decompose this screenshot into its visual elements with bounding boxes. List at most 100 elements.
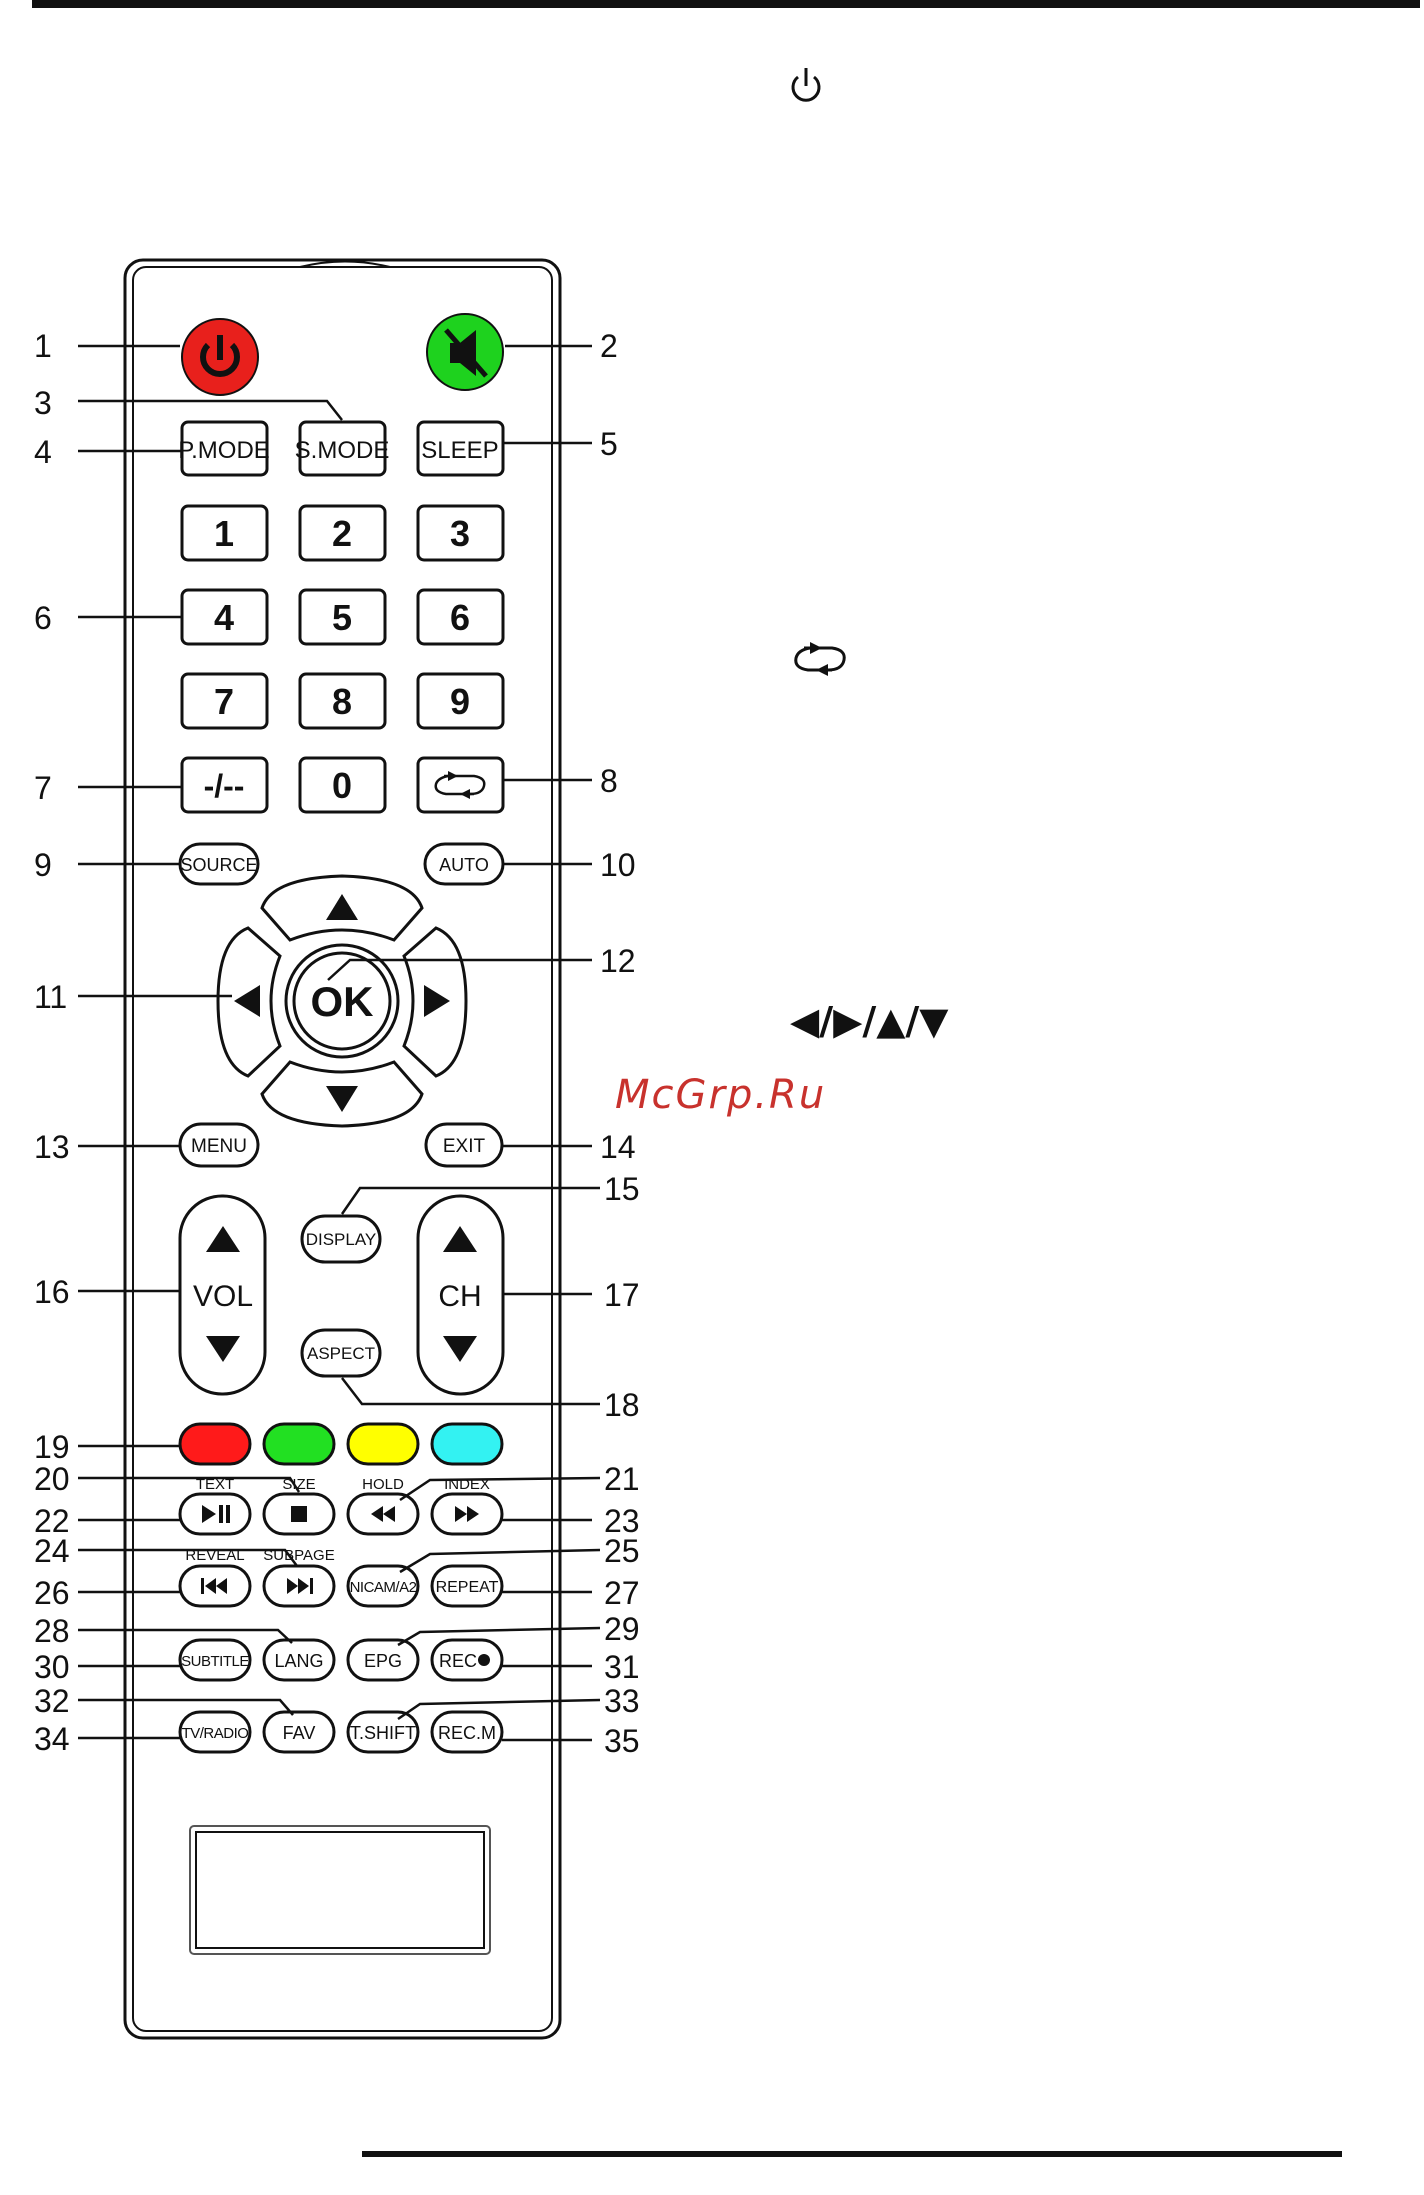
rec-m-button[interactable] [430, 1710, 504, 1754]
callout-26: 26 [34, 1575, 70, 1611]
callout-22: 22 [34, 1503, 70, 1539]
dash-button[interactable] [180, 756, 269, 814]
lang-button[interactable] [262, 1638, 336, 1682]
digit-7-label: 7 [214, 681, 234, 722]
aspect-button[interactable] [300, 1328, 382, 1378]
callout-3: 3 [34, 385, 52, 421]
ch-up-icon [443, 1226, 477, 1252]
source-label: SOURCE [180, 855, 257, 875]
exit-label: EXIT [443, 1136, 486, 1157]
callout-18: 18 [604, 1387, 640, 1423]
power-icon [200, 335, 240, 378]
ch-down-icon [443, 1336, 477, 1362]
cyan-button[interactable] [430, 1422, 504, 1466]
fav-button[interactable] [262, 1710, 336, 1754]
ok-label: OK [311, 978, 374, 1025]
yellow-button[interactable] [346, 1422, 420, 1466]
callout-33: 33 [604, 1683, 640, 1719]
digit-8-button[interactable] [298, 672, 387, 730]
callout-numbers: 1 2 3 4 5 6 7 8 9 10 11 12 13 14 15 16 1… [34, 328, 640, 1759]
aspect-label: ASPECT [307, 1344, 375, 1363]
digit-9-button[interactable] [416, 672, 505, 730]
callout-25: 25 [604, 1533, 640, 1569]
digit-5-label: 5 [332, 597, 352, 638]
sleep-button[interactable] [416, 420, 505, 477]
s-mode-button[interactable] [298, 420, 387, 477]
s-mode-label: S.MODE [295, 437, 390, 464]
callout-31: 31 [604, 1649, 640, 1685]
callout-8: 8 [600, 763, 618, 799]
nicam-button[interactable] [346, 1564, 420, 1608]
ch-label: CH [438, 1280, 481, 1313]
repeat-button[interactable] [430, 1564, 504, 1608]
skip-back-icon [201, 1578, 227, 1594]
callout-12: 12 [600, 943, 636, 979]
subtitle-button[interactable] [178, 1638, 252, 1682]
callout-14: 14 [600, 1129, 636, 1165]
play-pause-icon [202, 1505, 230, 1523]
callout-30: 30 [34, 1649, 70, 1685]
digit-0-button[interactable] [298, 756, 387, 814]
nav-pad: OK [216, 874, 468, 1128]
lang-label: LANG [274, 1651, 323, 1671]
digit-3-button[interactable] [416, 504, 505, 562]
right-arrow-icon [424, 985, 450, 1017]
callout-27: 27 [604, 1575, 640, 1611]
rec-dot-icon [478, 1654, 490, 1666]
tv-radio-button[interactable] [178, 1710, 252, 1754]
display-button[interactable] [300, 1214, 382, 1264]
digit-1-button[interactable] [180, 504, 269, 562]
digit-6-label: 6 [450, 597, 470, 638]
bottom-rule [362, 2151, 1342, 2157]
callout-15: 15 [604, 1171, 640, 1207]
ir-window [195, 1831, 485, 1949]
callout-17: 17 [604, 1277, 640, 1313]
p-mode-button[interactable] [180, 420, 269, 477]
rec-m-label: REC.M [438, 1723, 496, 1743]
digit-6-button[interactable] [416, 588, 505, 646]
fav-label: FAV [283, 1723, 316, 1743]
callout-6: 6 [34, 600, 52, 636]
rec-button[interactable] [430, 1638, 504, 1682]
callout-21: 21 [604, 1461, 640, 1497]
callout-11: 11 [34, 979, 67, 1015]
callout-9: 9 [34, 847, 52, 883]
remote-body-inner [132, 266, 553, 2032]
green-button[interactable] [262, 1422, 336, 1466]
recall-button[interactable] [416, 756, 505, 814]
callout-20: 20 [34, 1461, 70, 1497]
callout-10: 10 [600, 847, 636, 883]
callout-24: 24 [34, 1533, 70, 1569]
digit-4-label: 4 [214, 597, 234, 638]
vol-rocker[interactable] [178, 1194, 267, 1396]
rewind-icon [371, 1506, 395, 1522]
ok-button[interactable] [292, 951, 392, 1051]
digit-5-button[interactable] [298, 588, 387, 646]
nicam-label: NICAM/A2 [350, 1579, 417, 1596]
menu-label: MENU [191, 1136, 247, 1157]
auto-label: AUTO [439, 855, 489, 875]
digit-7-button[interactable] [180, 672, 269, 730]
callout-5: 5 [600, 426, 618, 462]
rec-label: REC [439, 1651, 477, 1671]
digit-2-button[interactable] [298, 504, 387, 562]
tv-radio-label: TV/RADIO [182, 1725, 249, 1742]
repeat-label: REPEAT [436, 1579, 499, 1596]
callout-2: 2 [600, 328, 618, 364]
up-arrow-icon [326, 894, 358, 920]
vol-up-icon [206, 1226, 240, 1252]
side-power-icon [791, 68, 821, 102]
epg-button[interactable] [346, 1638, 420, 1682]
digit-0-label: 0 [332, 765, 352, 806]
red-button[interactable] [178, 1422, 252, 1466]
text-label: TEXT [196, 1476, 234, 1493]
side-arrows-text: ◀/▶/▲/▼ [790, 999, 949, 1043]
callout-29: 29 [604, 1611, 640, 1647]
t-shift-button[interactable] [346, 1710, 420, 1754]
skip-forward-icon [287, 1578, 313, 1594]
left-arrow-icon [234, 985, 260, 1017]
down-arrow-icon [326, 1086, 358, 1112]
vol-label: VOL [193, 1280, 253, 1313]
callout-1: 1 [34, 328, 52, 364]
